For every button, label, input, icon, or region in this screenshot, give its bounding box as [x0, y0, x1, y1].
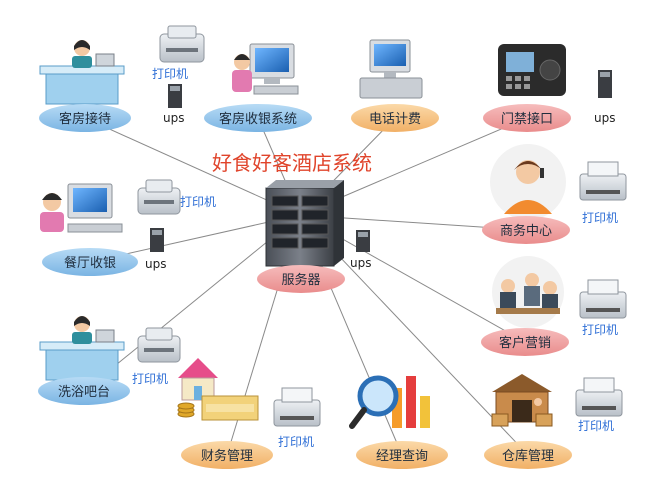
- node-customer-marketing[interactable]: 客户营销: [481, 328, 569, 356]
- node-label: 电话计费: [369, 112, 421, 127]
- ups-icon: [356, 230, 370, 252]
- printer-icon: [579, 279, 627, 319]
- ups-icon: [150, 228, 164, 252]
- receptionist-icon: [39, 316, 125, 381]
- house-money-icon: [177, 358, 259, 421]
- ups-label: ups: [163, 111, 184, 125]
- ups-label: ups: [594, 111, 615, 125]
- node-label: 洗浴吧台: [58, 385, 110, 400]
- diagram-title: 好食好客酒店系统: [212, 151, 372, 175]
- printer-icon: [575, 377, 623, 417]
- node-access-control[interactable]: 门禁接口: [483, 104, 571, 132]
- node-label: 门禁接口: [501, 111, 553, 127]
- printer-label: 打印机: [180, 195, 216, 209]
- node-guestroom-cashier[interactable]: 客房收银系统: [204, 104, 312, 132]
- node-restaurant-cashier[interactable]: 餐厅收银: [42, 248, 138, 276]
- node-label: 客房收银系统: [219, 111, 297, 127]
- node-warehouse[interactable]: 仓库管理: [484, 441, 572, 469]
- printer-label: 打印机: [278, 435, 314, 449]
- ups-icon: [168, 84, 182, 108]
- receptionist-icon: [39, 40, 125, 105]
- server-label: 服务器: [281, 272, 320, 288]
- node-bath-bar[interactable]: 洗浴吧台: [38, 377, 130, 405]
- node-label: 仓库管理: [502, 448, 554, 464]
- printer-icon: [579, 161, 627, 201]
- warehouse-icon: [491, 374, 553, 427]
- printer-label: 打印机: [582, 211, 618, 225]
- printer-label: 打印机: [132, 372, 168, 386]
- printer-label: 打印机: [578, 419, 614, 433]
- node-label: 财务管理: [201, 448, 253, 464]
- node-label: 客房接待: [59, 111, 111, 127]
- printer-label: 打印机: [152, 67, 188, 81]
- operator-icon: [490, 144, 566, 220]
- computer-user-icon: [232, 43, 299, 95]
- node-manager-query[interactable]: 经理查询: [356, 441, 448, 469]
- node-label: 餐厅收银: [64, 255, 116, 271]
- computer-icon: [359, 39, 423, 99]
- meeting-icon: [492, 256, 564, 328]
- access-terminal-icon: [498, 44, 566, 96]
- node-finance[interactable]: 财务管理: [181, 441, 273, 469]
- node-label: 商务中心: [500, 223, 552, 239]
- server-icon: [265, 180, 344, 267]
- node-phone-billing[interactable]: 电话计费: [351, 104, 439, 132]
- node-server[interactable]: 服务器: [257, 265, 345, 293]
- printer-icon: [137, 327, 181, 363]
- computer-user-icon: [40, 183, 123, 233]
- ups-label: ups: [350, 256, 371, 270]
- node-guestroom-reception[interactable]: 客房接待: [39, 104, 131, 132]
- printer-label: 打印机: [582, 323, 618, 337]
- printer-icon: [159, 25, 205, 63]
- printer-icon: [137, 179, 181, 215]
- ups-icon: [598, 70, 612, 98]
- ups-label: ups: [145, 257, 166, 271]
- node-label: 客户营销: [499, 335, 551, 351]
- node-label: 经理查询: [376, 449, 428, 464]
- printer-icon: [273, 387, 321, 427]
- magnifier-chart-icon: [349, 375, 430, 429]
- node-business-center[interactable]: 商务中心: [482, 216, 570, 244]
